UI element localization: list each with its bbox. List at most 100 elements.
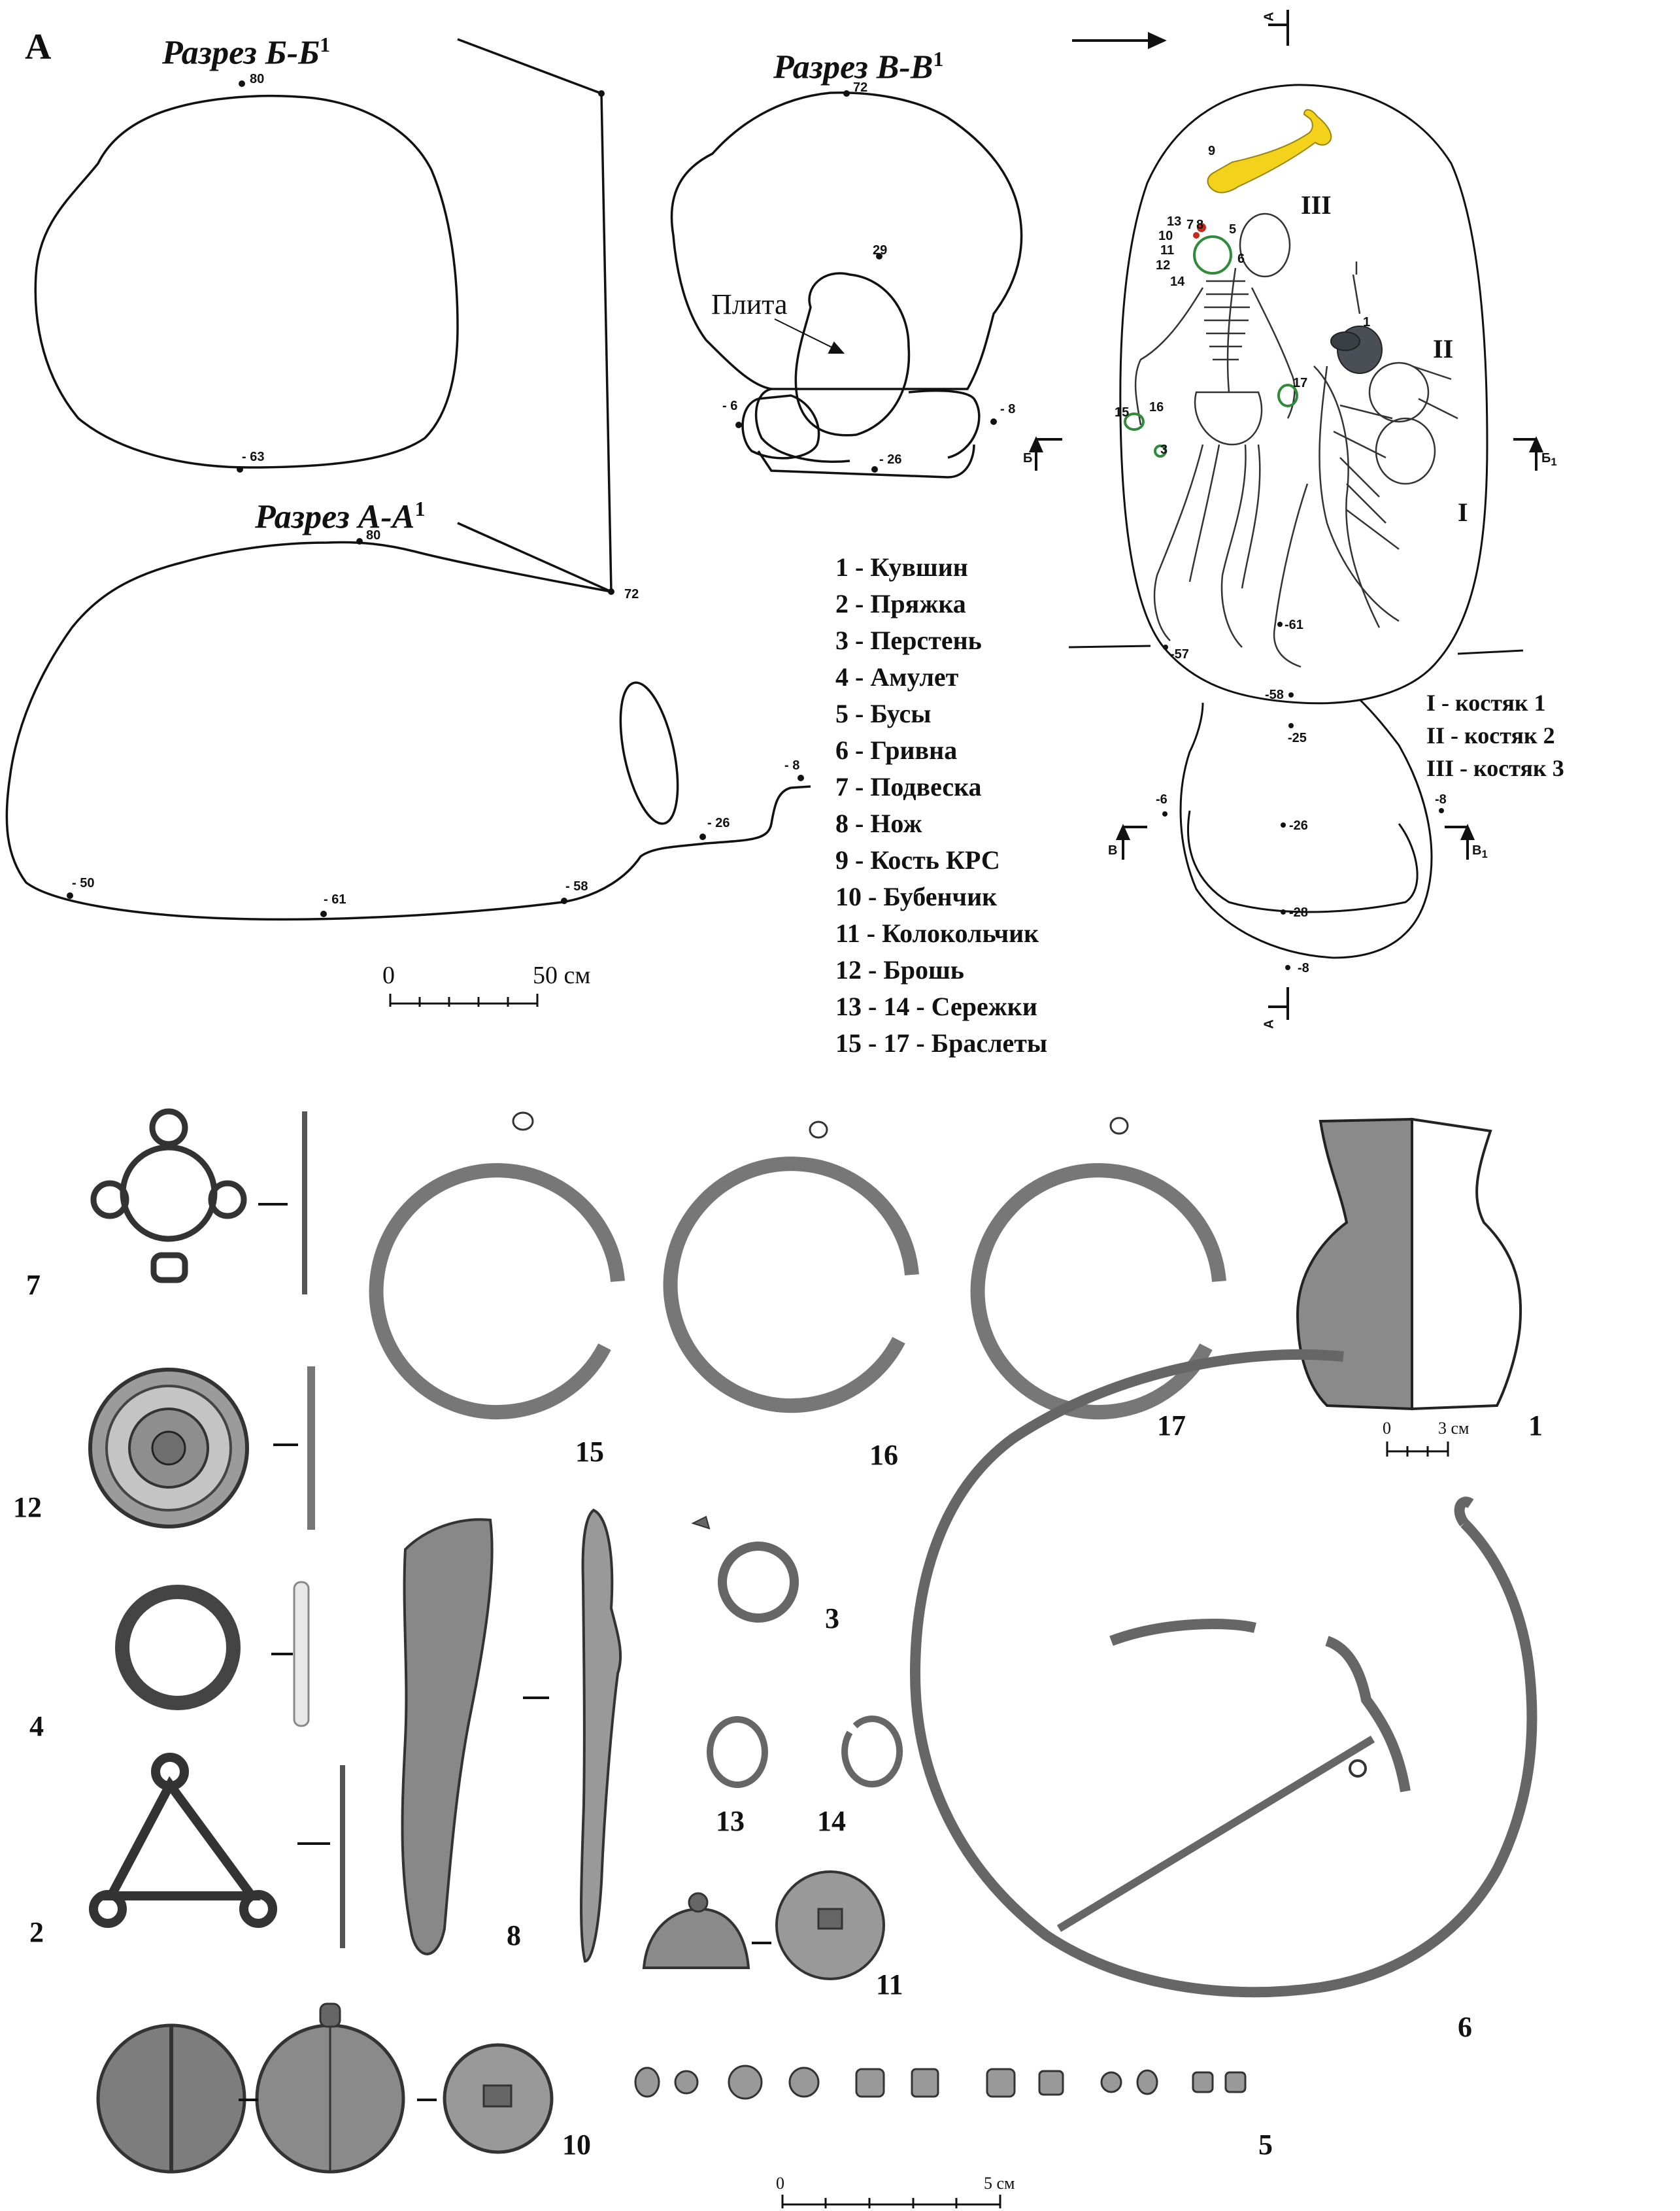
scale-beads-zero: 0	[776, 2174, 784, 2193]
scale-jug-value: 3 см	[1438, 1419, 1470, 1438]
artifact-num-13: 13	[716, 1805, 745, 1837]
plan-num-3: 3	[1160, 443, 1168, 457]
skeleton-drawings	[1134, 212, 1458, 668]
plan-num-15: 15	[1115, 405, 1130, 420]
legend-item: 5 - Бусы	[835, 699, 932, 728]
skeleton-legend-item: II - костяк 2	[1426, 722, 1555, 749]
artifact-num-17: 17	[1157, 1409, 1186, 1442]
artifact-11-kolokolchik	[642, 1870, 885, 1980]
depth-plan-m58: -58	[1265, 688, 1284, 702]
artifact-1-jug	[1296, 1117, 1522, 1411]
scale-plan-value: 50 см	[533, 962, 591, 989]
artifact-num-10: 10	[562, 2129, 591, 2161]
depth-plan-m57: -57	[1170, 647, 1189, 662]
depth-vv-top: 72	[853, 80, 868, 95]
artifact-7-pendant	[90, 1108, 247, 1283]
marker-v-right-text: В	[1472, 843, 1482, 858]
artifact-3-ring	[691, 1515, 799, 1623]
artifact-5-beads	[634, 2065, 1247, 2100]
roman-i: I	[1458, 498, 1468, 527]
depth-aa-top: 80	[366, 528, 381, 543]
section-aa-title-text: Разрез А-А	[255, 498, 415, 536]
legend-item: 12 - Брошь	[835, 955, 964, 985]
legend-item: 4 - Амулет	[835, 662, 959, 692]
plan-num-6: 6	[1237, 252, 1245, 266]
section-bb-outline	[34, 38, 613, 594]
scale-bar-beads	[781, 2195, 1001, 2208]
depth-aa-m26: - 26	[707, 816, 730, 830]
depth-bb-bottom: - 63	[242, 450, 265, 464]
legend-item: 7 - Подвеска	[835, 772, 982, 802]
depth-bb-top: 80	[250, 72, 265, 86]
section-marker-b-left	[1028, 436, 1062, 471]
legend-item: 15 - 17 - Браслеты	[835, 1028, 1048, 1058]
depth-plan-m6: -6	[1156, 792, 1168, 807]
scale-bar-plan	[389, 994, 539, 1007]
roman-iii: III	[1301, 190, 1332, 220]
skeleton-legend-item: III - костяк 3	[1426, 755, 1564, 781]
artifact-num-11: 11	[876, 1968, 903, 2000]
depth-aa-m50: - 50	[72, 876, 95, 890]
legend-item: 13 - 14 - Сережки	[835, 992, 1037, 1021]
depth-plan-m8-bottom: -8	[1298, 961, 1309, 975]
marker-v-right: В1	[1472, 843, 1488, 861]
artifact-7-profile	[302, 1111, 307, 1294]
roman-ii: II	[1433, 334, 1454, 363]
marker-a-bottom: А	[1262, 1019, 1277, 1029]
legend-item: 10 - Бубенчик	[835, 882, 998, 911]
depth-vv-left: - 6	[722, 399, 738, 413]
artifact-num-5: 5	[1258, 2129, 1273, 2161]
grave-plan-outline	[1068, 84, 1524, 959]
artifact-num-7: 7	[26, 1269, 41, 1301]
section-bb-title-sup: 1	[320, 33, 331, 56]
depth-plan-m8-right: -8	[1435, 792, 1447, 807]
skeleton-legend: I - костяк 1 II - костяк 2 III - костяк …	[1426, 686, 1564, 785]
skeleton-legend-item: I - костяк 1	[1426, 690, 1546, 716]
marker-b-right-text: Б	[1541, 451, 1551, 465]
section-aa-outline	[5, 541, 811, 921]
plita-arrow	[774, 318, 845, 354]
depth-aa-m61: - 61	[324, 892, 346, 907]
legend-item: 2 - Пряжка	[835, 589, 966, 618]
section-vv-title-text: Разрез В-В	[773, 48, 933, 86]
plan-num-14: 14	[1170, 275, 1185, 289]
depth-plan-m25: -25	[1288, 731, 1307, 745]
plita-label: Плита	[711, 288, 788, 320]
artifact-10-bubenchik	[96, 2002, 554, 2174]
section-aa-title: Разрез А-А1	[255, 497, 425, 536]
section-vv-title-sup: 1	[933, 47, 944, 71]
artifact-2-profile	[340, 1765, 345, 1948]
plan-num-10: 10	[1158, 229, 1173, 243]
depth-aa-m8: - 8	[784, 758, 800, 773]
marker-v-right-sub: 1	[1481, 848, 1488, 860]
marker-b-left: Б	[1023, 451, 1033, 465]
direction-arrow	[1072, 31, 1167, 50]
marker-b-right-sub: 1	[1551, 456, 1557, 468]
legend-item: 1 - Кувшин	[835, 552, 968, 582]
bone-9-highlight	[1207, 109, 1332, 194]
plan-num-8: 8	[1196, 218, 1204, 232]
legend-item: 6 - Гривна	[835, 735, 958, 765]
plan-num-1: 1	[1363, 315, 1371, 329]
depth-aa-m58: - 58	[565, 879, 588, 894]
legend-item: 8 - Нож	[835, 809, 922, 838]
legend-item: 3 - Перстень	[835, 626, 982, 655]
legend-item: 11 - Колокольчик	[835, 919, 1039, 948]
panel-letter: А	[25, 27, 52, 67]
artifact-num-2: 2	[29, 1916, 44, 1948]
artifact-num-15: 15	[575, 1436, 604, 1468]
plan-num-7: 7	[1186, 218, 1194, 232]
depth-vv-mid: 29	[873, 243, 888, 258]
artifact-13-14-earrings	[707, 1715, 903, 1788]
section-bb-title-text: Разрез Б-Б	[162, 34, 320, 72]
depth-plan-m26: -26	[1289, 819, 1308, 833]
jug-marker	[1330, 326, 1383, 374]
section-bb-title: Разрез Б-Б1	[162, 33, 330, 72]
scale-bar-jug	[1386, 1442, 1449, 1457]
legend: 1 - Кувшин 2 - Пряжка 3 - Перстень 4 - А…	[835, 549, 1047, 1062]
plan-depth-dots	[1162, 622, 1444, 970]
artifact-num-1: 1	[1528, 1409, 1543, 1442]
artifact-12-brooch	[88, 1368, 249, 1528]
depth-vv-bottom: - 26	[879, 452, 902, 467]
